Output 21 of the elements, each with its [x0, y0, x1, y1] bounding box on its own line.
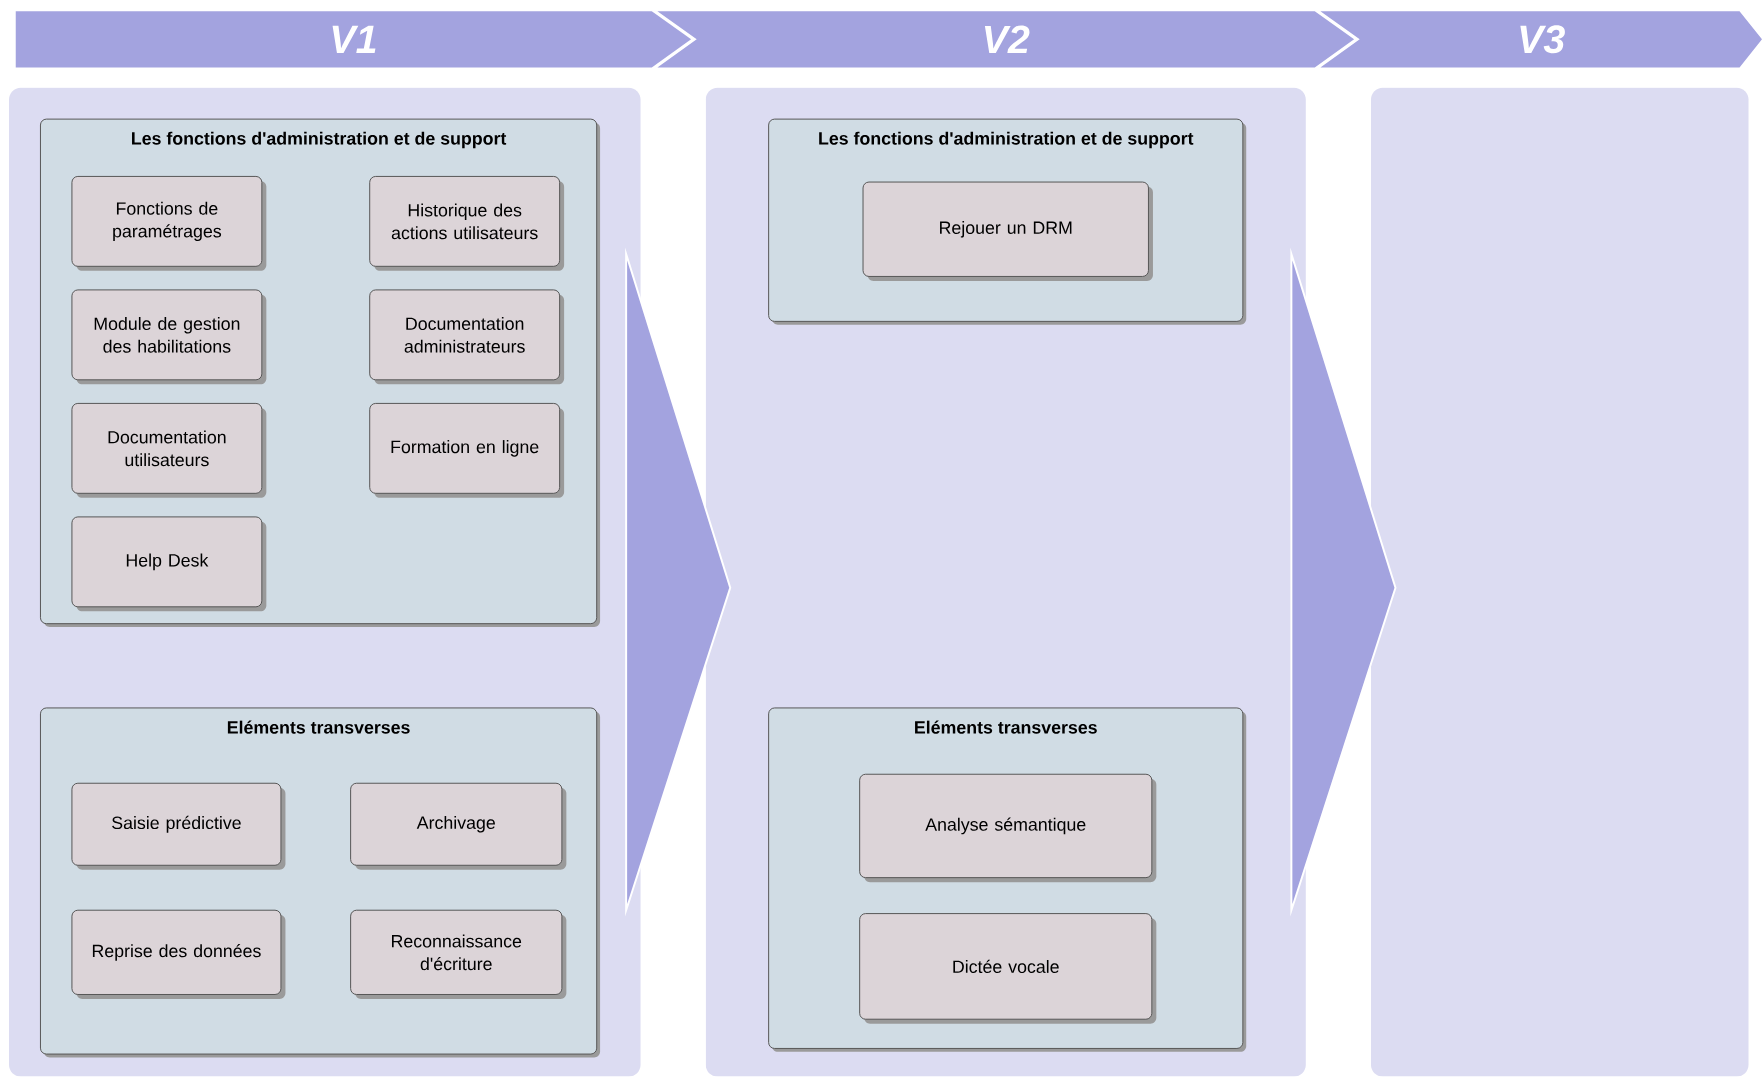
- process-box: Fonctions de paramétrages: [71, 176, 267, 272]
- chevron-band: V3: [1320, 11, 1762, 68]
- process-box: Documentation administrateurs: [369, 289, 565, 385]
- process-box: Module de gestion des habilitations: [71, 289, 267, 385]
- node-label: V3: [1520, 25, 1565, 54]
- process-box: Documentation utilisateurs: [71, 403, 267, 499]
- process-box: Analyse sémantique: [859, 774, 1157, 883]
- chevron-band: V2: [657, 11, 1355, 68]
- column-panel: [1370, 87, 1749, 1077]
- process-box: Dictée vocale: [859, 913, 1157, 1024]
- process-box: Reconnaissance d'écriture: [350, 909, 567, 1000]
- process-box: Saisie prédictive: [71, 782, 286, 870]
- process-box: Archivage: [350, 782, 567, 870]
- node-label: V1: [332, 25, 376, 54]
- node-label: V2: [984, 25, 1030, 54]
- process-box: Formation en ligne: [369, 403, 565, 499]
- process-box: Reprise des données: [71, 909, 286, 1000]
- process-box: Rejouer un DRM: [862, 181, 1153, 282]
- process-box: Historique des actions utilisateurs: [369, 176, 565, 272]
- process-box: Help Desk: [71, 516, 267, 612]
- chevron-band: V1: [15, 11, 692, 68]
